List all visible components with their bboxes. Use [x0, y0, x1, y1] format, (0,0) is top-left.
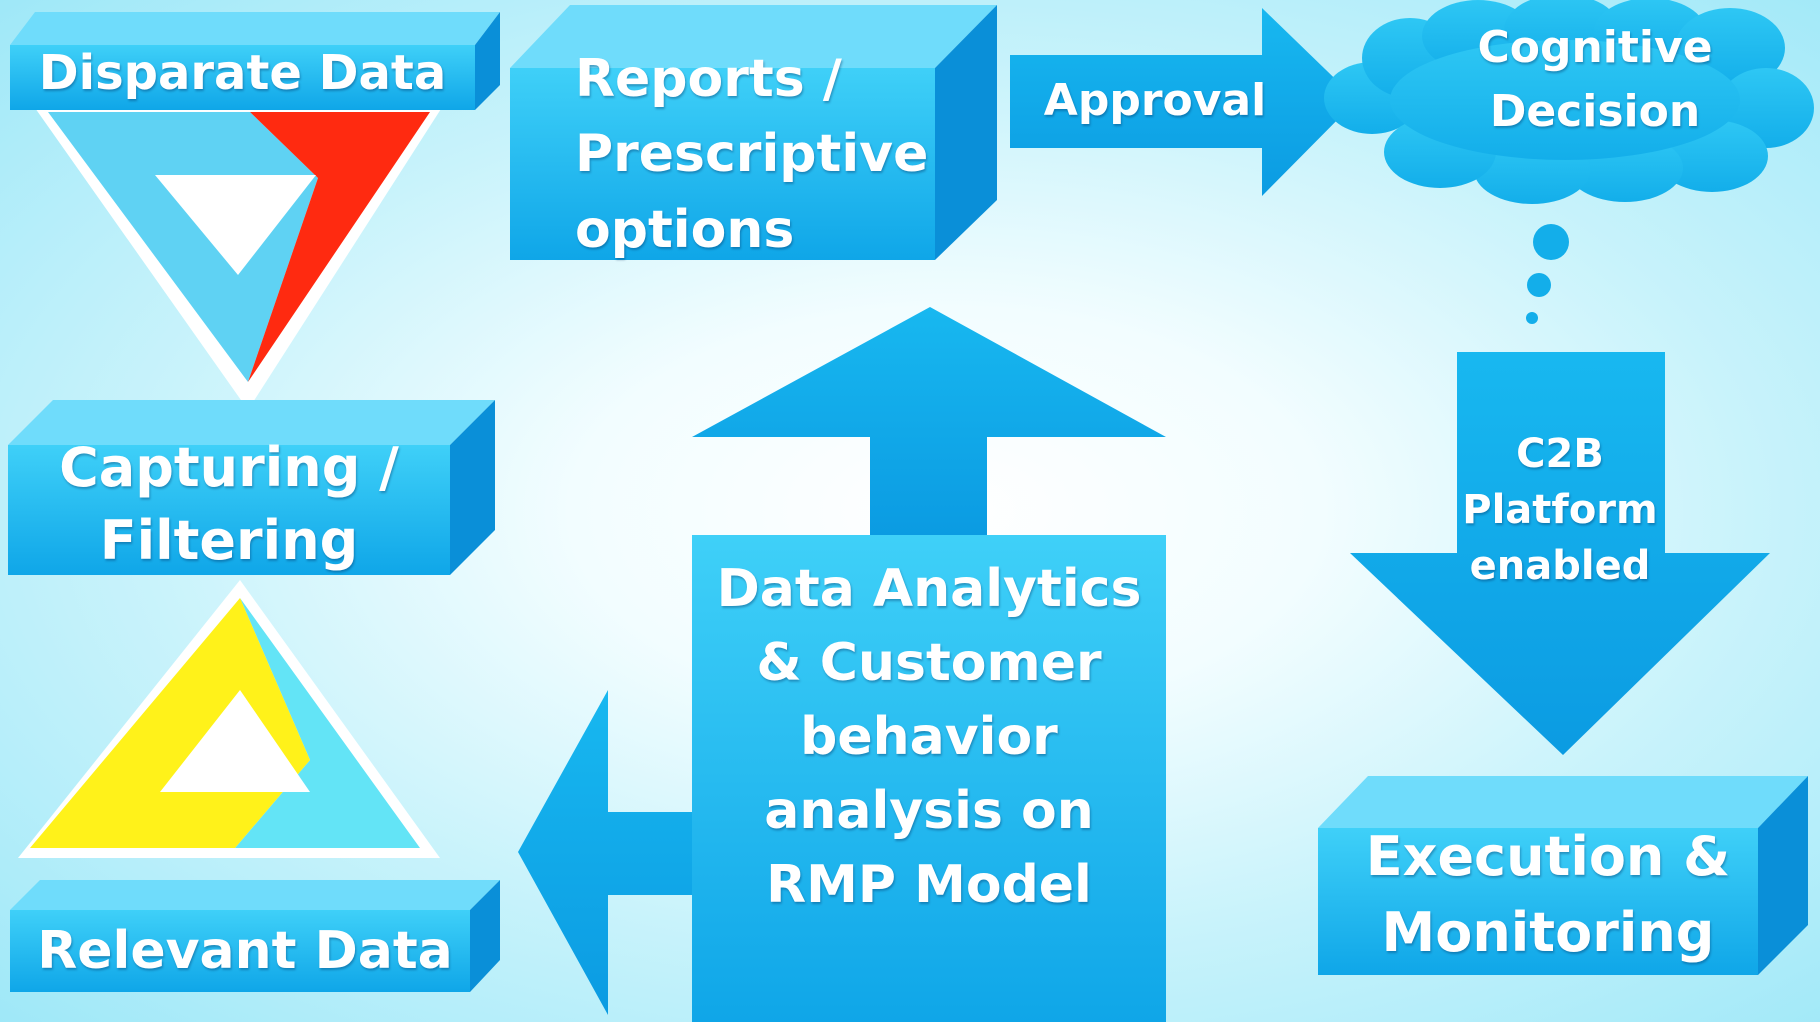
execution-monitoring-box	[1318, 776, 1808, 975]
execution-monitoring-label: Execution & Monitoring	[1365, 825, 1731, 964]
reports-label: Reports / Prescriptive options	[575, 48, 929, 260]
thought-bubbles	[1526, 224, 1569, 324]
disparate-data-box	[10, 12, 500, 110]
relevant-data-label: Relevant Data	[37, 920, 453, 981]
up-arrow	[692, 307, 1166, 535]
approval-arrow	[1010, 8, 1357, 196]
cognitive-decision-label: Cognitive Decision	[1477, 22, 1713, 137]
data-analytics-box	[692, 535, 1166, 1022]
data-analytics-label: Data Analytics & Customer behavior analy…	[716, 559, 1142, 915]
approval-label: Approval	[1043, 75, 1267, 127]
disparate-data-label: Disparate Data	[38, 45, 447, 101]
c2b-down-arrow	[1350, 352, 1770, 755]
thought-cloud	[1324, 0, 1814, 204]
yellow-funnel-triangle	[18, 580, 440, 858]
left-arrow	[518, 690, 692, 1015]
capturing-filtering-box	[8, 400, 495, 575]
reports-box	[510, 5, 997, 260]
red-funnel-triangle	[28, 98, 448, 410]
c2b-platform-label: C2B Platform enabled	[1462, 431, 1658, 589]
relevant-data-box	[10, 880, 500, 992]
capturing-filtering-label: Capturing / Filtering	[59, 436, 399, 572]
